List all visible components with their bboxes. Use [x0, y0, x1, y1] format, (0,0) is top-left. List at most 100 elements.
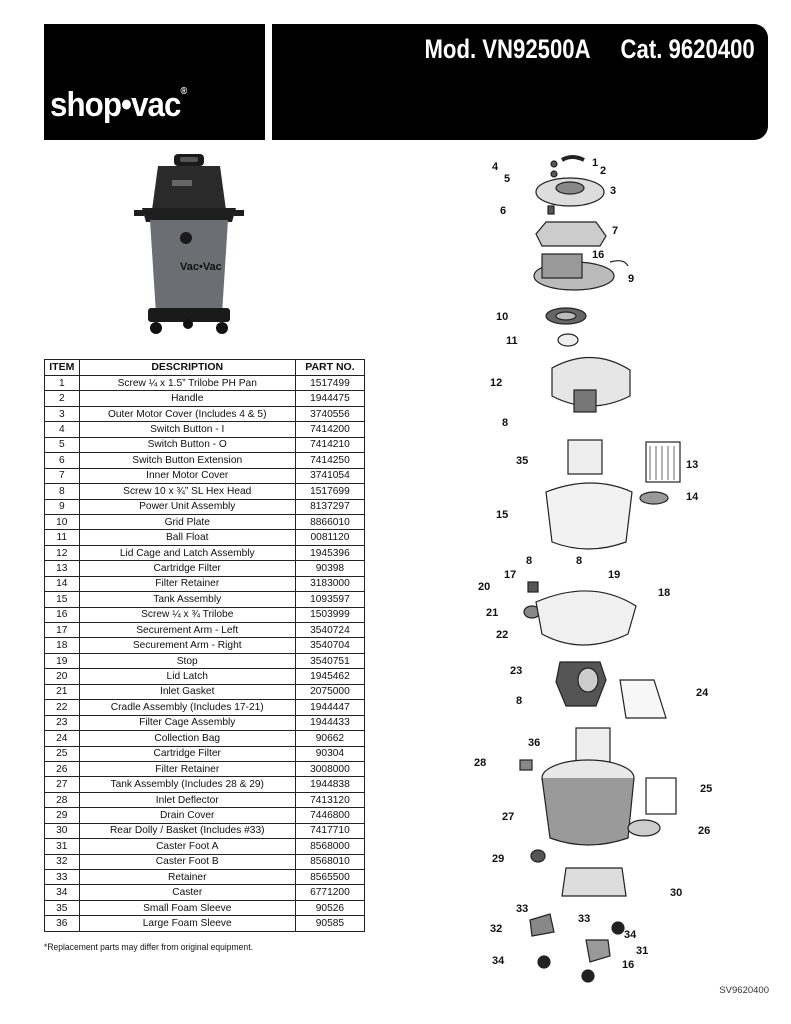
- description-cell: Caster Foot A: [78, 838, 296, 855]
- item-number-cell: 8: [44, 483, 80, 500]
- description-cell: Inlet Gasket: [78, 683, 296, 701]
- callout-label: 29: [492, 853, 504, 865]
- description-cell: Filter Retainer: [78, 760, 296, 778]
- item-number-cell: 21: [44, 683, 80, 701]
- item-number-cell: 24: [44, 730, 80, 747]
- item-number-cell: 7: [44, 467, 80, 485]
- callout-label: 17: [504, 569, 516, 581]
- col-item: ITEM: [44, 359, 80, 376]
- part-number-cell: 1517699: [294, 483, 366, 500]
- callout-label: 11: [506, 335, 518, 347]
- description-cell: Switch Button - O: [78, 436, 296, 454]
- description-cell: Securement Arm - Right: [78, 637, 296, 654]
- callout-label: 24: [696, 687, 709, 699]
- callout-label: 8: [516, 695, 522, 707]
- description-cell: Tank Assembly: [78, 591, 296, 608]
- part-number-cell: 90304: [294, 745, 366, 762]
- callout-label: 26: [698, 825, 710, 837]
- item-number-cell: 12: [44, 544, 80, 562]
- col-part-no: PART NO.: [294, 359, 366, 376]
- callout-label: 4: [492, 161, 499, 173]
- item-number-cell: 23: [44, 714, 80, 732]
- part-number-cell: 7413120: [294, 791, 366, 809]
- description-cell: Power Unit Assembly: [78, 498, 296, 515]
- callout-label: 5: [504, 173, 510, 185]
- callout-label: 6: [500, 205, 506, 217]
- callout-label: 8: [502, 417, 508, 429]
- item-number-cell: 32: [44, 853, 80, 871]
- part-number-cell: 8137297: [294, 498, 366, 515]
- part-number-cell: 90526: [294, 899, 366, 917]
- callout-label: 20: [478, 581, 490, 593]
- item-number-cell: 25: [44, 745, 80, 762]
- document-code: SV9620400: [719, 985, 769, 996]
- part-number-cell: 1093597: [294, 591, 366, 608]
- callout-label: 1: [592, 157, 598, 169]
- part-number-cell: 2075000: [294, 683, 366, 701]
- item-number-cell: 36: [44, 915, 80, 932]
- description-cell: Outer Motor Cover (Includes 4 & 5): [78, 405, 296, 423]
- part-number-cell: 1944433: [294, 714, 366, 732]
- description-cell: Caster: [78, 884, 296, 901]
- logo-panel: [44, 24, 265, 140]
- callout-label: 23: [510, 665, 522, 677]
- description-cell: Switch Button Extension: [78, 452, 296, 469]
- part-number-cell: 7417710: [294, 822, 366, 840]
- part-number-cell: 1503999: [294, 606, 366, 624]
- callout-label: 21: [486, 607, 498, 619]
- part-number-cell: 1945462: [294, 668, 366, 685]
- callout-label: 16: [592, 249, 604, 261]
- wet-dry-vac-image: Vac•Vac: [134, 154, 244, 334]
- callout-label: 35: [516, 455, 528, 467]
- callout-label: 10: [496, 311, 508, 323]
- callout-label: 16: [622, 959, 634, 971]
- callout-label: 31: [636, 945, 648, 957]
- callout-label: 18: [658, 587, 670, 599]
- part-number-cell: 8565500: [294, 868, 366, 886]
- item-number-cell: 10: [44, 513, 80, 531]
- description-cell: Ball Float: [78, 529, 296, 546]
- item-number-cell: 19: [44, 652, 80, 670]
- description-cell: Screw 10 x ¾” SL Hex Head: [78, 483, 296, 500]
- callout-label: 3: [610, 185, 616, 197]
- description-cell: Lid Cage and Latch Assembly: [78, 544, 296, 562]
- description-cell: Inner Motor Cover: [78, 467, 296, 485]
- item-number-cell: 2: [44, 390, 80, 407]
- part-number-cell: 8568000: [294, 838, 366, 855]
- part-number-cell: 3741054: [294, 467, 366, 485]
- part-number-cell: 1944447: [294, 699, 366, 716]
- callout-label: 8: [526, 555, 532, 567]
- description-cell: Lid Latch: [78, 668, 296, 685]
- part-number-cell: 90398: [294, 560, 366, 577]
- item-number-cell: 6: [44, 452, 80, 469]
- col-description: DESCRIPTION: [78, 359, 296, 376]
- callout-label: 33: [516, 903, 528, 915]
- callout-label: 22: [496, 629, 508, 641]
- part-number-cell: 3740556: [294, 405, 366, 423]
- item-number-cell: 14: [44, 575, 80, 593]
- description-cell: Large Foam Sleeve: [78, 915, 296, 932]
- part-number-cell: 3183000: [294, 575, 366, 593]
- description-cell: Inlet Deflector: [78, 791, 296, 809]
- callout-label: 30: [670, 887, 682, 899]
- part-number-cell: 7414250: [294, 452, 366, 469]
